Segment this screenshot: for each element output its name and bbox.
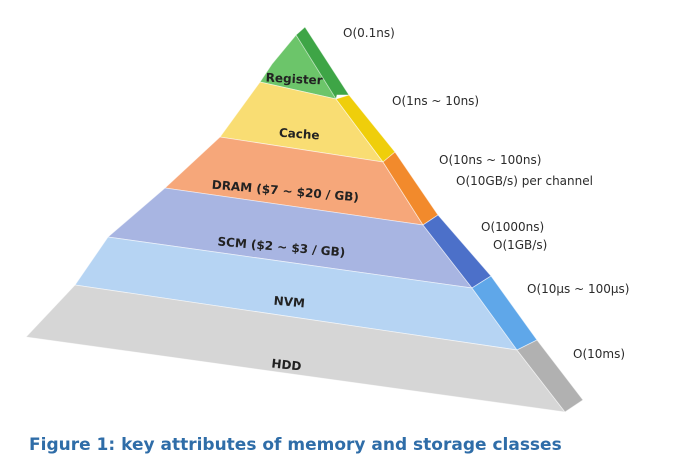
layer-scm: SCM ($2 ~ $3 / GB) [107,187,492,289]
layer-register: Register [259,26,350,101]
latency-cache: O(1ns ~ 10ns) [392,94,479,108]
layer-nvm: NVM [74,236,538,351]
layer-hdd: HDD [25,284,584,413]
latency-hdd: O(10ms) [573,347,625,361]
bandwidth-dram: O(10GB/s) per channel [456,174,593,188]
layer-cache-label: Cache [278,126,320,143]
layer-register-side [295,26,350,101]
latency-register: O(0.1ns) [343,26,395,40]
layer-nvm-label: NVM [273,294,305,311]
bandwidth-scm: O(1GB/s) [493,238,547,252]
layer-hdd-side [516,339,584,413]
layer-cache: Cache [219,81,396,163]
figure-caption: Figure 1: key attributes of memory and s… [29,435,562,455]
layer-hdd-label: HDD [271,356,302,373]
latency-nvm: O(10μs ~ 100μs) [527,282,629,296]
latency-dram: O(10ns ~ 100ns) [439,153,541,167]
layer-register-label: Register [265,71,323,88]
latency-scm: O(1000ns) [481,220,544,234]
